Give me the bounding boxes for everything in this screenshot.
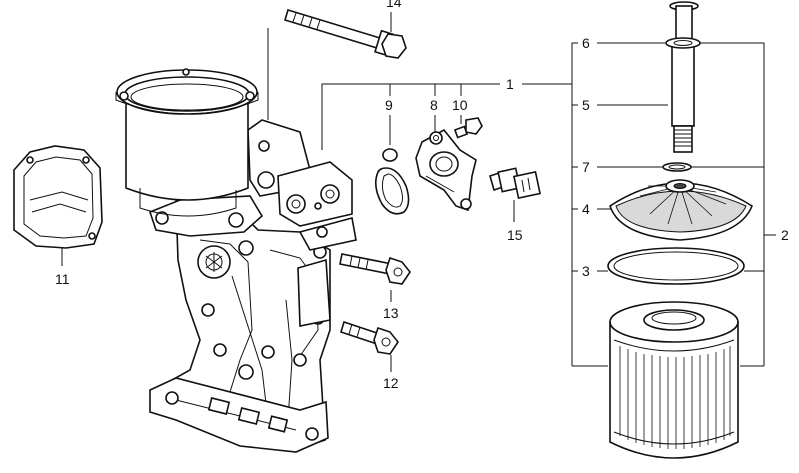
callout-2-label: 2	[781, 227, 789, 243]
seal-ring-part-7	[662, 162, 692, 172]
seal-ring-part-3	[607, 247, 745, 285]
callout-15-label: 15	[507, 227, 523, 243]
oil-filter-housing	[149, 119, 357, 453]
callout-12-label: 12	[383, 375, 399, 391]
callout-11-label: 11	[55, 271, 70, 287]
screw-part-10	[453, 117, 483, 139]
sensor-part-15	[489, 167, 541, 199]
callout-4-label: 4	[582, 201, 590, 217]
filter-element	[609, 301, 739, 459]
gasket-part-11	[13, 145, 103, 249]
callout-8-label: 8	[430, 97, 438, 113]
bolt-part-12	[340, 320, 399, 355]
filter-cup	[115, 68, 259, 217]
washer-part-6	[665, 37, 701, 49]
callout-6-label: 6	[582, 35, 590, 51]
callout-10-label: 10	[452, 97, 468, 113]
callout-9-label: 9	[385, 97, 393, 113]
valve-body-part-8	[415, 128, 477, 212]
leader-lines	[61, 12, 776, 372]
bolt-part-13	[339, 253, 411, 285]
bolt-long-part-14	[284, 9, 407, 59]
callout-3-label: 3	[582, 263, 590, 279]
callout-14-label: 14	[386, 0, 402, 10]
cover-part-4	[609, 179, 753, 241]
callout-7-label: 7	[582, 159, 590, 175]
callout-1-label: 1	[506, 76, 514, 92]
callout-5-label: 5	[582, 97, 590, 113]
callout-13-label: 13	[383, 305, 399, 321]
o-ring-part-9	[374, 148, 410, 215]
center-tube-part-5	[669, 1, 699, 153]
